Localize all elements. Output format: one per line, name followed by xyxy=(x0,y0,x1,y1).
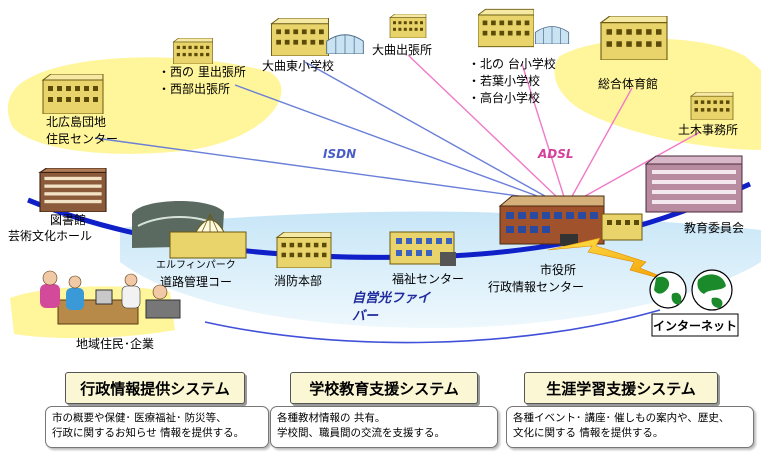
residents-icon xyxy=(40,270,181,325)
greenhouse-icon xyxy=(326,34,364,54)
system-desc-admin: 市の概要や保健･ 医療福祉･ 防災等、 行政に関するお知らせ 情報を提供する。 xyxy=(45,406,269,448)
greenhouse-icon xyxy=(534,25,570,44)
fiber-label-line1: 自営光ファイ xyxy=(352,290,431,306)
city-hall-label-2: 行政情報センター xyxy=(488,280,584,294)
school-adsl-label-2: ・若葉小学校 xyxy=(468,73,540,88)
system-title-admin: 行政情報提供システム xyxy=(65,372,245,404)
system-desc-admin-line2: 行政に関するお知らせ 情報を提供する。 xyxy=(52,427,245,439)
board-of-education-building xyxy=(644,155,743,213)
fiber-branch xyxy=(204,309,661,344)
elfin-park-label: エルフィンパーク xyxy=(156,259,236,271)
system-desc-lifelong-line2: 文化に関する 情報を提供する。 xyxy=(513,427,664,439)
gymnasium-building xyxy=(600,16,668,60)
kitahiroshima-center-label-2: 住民センター xyxy=(46,132,118,146)
school-adsl-label-3: ・高台小学校 xyxy=(468,90,540,105)
board-of-education-label: 教育委員会 xyxy=(684,220,744,235)
welfare-center-building xyxy=(389,231,456,266)
nishi-branch-label-2: ・西部出張所 xyxy=(158,81,230,96)
system-desc-school-line1: 各種教材情報の 共有。 xyxy=(277,412,386,424)
fiber-label-line2: バー xyxy=(352,309,379,324)
school-adsl-label-1: ・北の 台小学校 xyxy=(468,56,556,71)
road-management-label: 道路管理コー xyxy=(160,274,232,289)
kitahiroshima-center-building xyxy=(42,74,104,114)
system-desc-lifelong: 各種イベント･ 講座･ 催しもの案内や、歴史、 文化に関する 情報を提供する。 xyxy=(506,406,754,448)
isdn-lines xyxy=(94,61,553,201)
city-hall-building xyxy=(498,195,643,246)
gymnasium-label: 総合体育館 xyxy=(598,76,658,91)
kitahiroshima-center-label-1: 北広島団地 xyxy=(46,114,106,129)
system-desc-admin-line1: 市の概要や保健･ 医療福祉･ 防災等、 xyxy=(52,412,227,424)
system-title-school: 学校教育支援システム xyxy=(290,372,478,404)
system-desc-lifelong-line1: 各種イベント･ 講座･ 催しもの案内や、歴史、 xyxy=(513,412,730,424)
system-title-lifelong: 生涯学習支援システム xyxy=(524,372,718,404)
nishi-branch-label-1: ・西の 里出張所 xyxy=(158,65,246,79)
isdn-label: ISDN xyxy=(323,147,356,161)
nishi-branch-building xyxy=(173,38,213,64)
system-desc-school: 各種教材情報の 共有。 学校間、職員間の交流を支援する。 xyxy=(270,406,498,448)
library-label-2: 芸術文化ホール xyxy=(8,228,92,243)
welfare-center-label: 福祉センター xyxy=(392,271,464,286)
omagari-east-school-label: 大曲東小学校 xyxy=(262,58,334,73)
residents-label: 地域住民･企業 xyxy=(76,336,154,351)
internet-badge xyxy=(651,313,739,337)
civil-engineering-building xyxy=(690,92,734,120)
library-building xyxy=(39,168,107,212)
library-label-1: 図書館 xyxy=(50,212,86,227)
internet-label: インターネット xyxy=(653,319,737,333)
omagari-branch-building xyxy=(389,14,427,38)
system-desc-school-line2: 学校間、職員間の交流を支援する。 xyxy=(277,427,445,439)
adsl-label: ADSL xyxy=(537,147,574,161)
school-adsl-building xyxy=(478,8,534,48)
fire-department-building xyxy=(276,232,332,268)
fire-department-label: 消防本部 xyxy=(274,273,322,288)
elfin-park-icon xyxy=(132,200,247,259)
civil-engineering-label: 土木事務所 xyxy=(678,123,738,137)
omagari-branch-label: 大曲出張所 xyxy=(372,43,432,57)
city-hall-label-1: 市役所 xyxy=(540,262,576,277)
omagari-east-school-building xyxy=(271,18,329,56)
globe-icon xyxy=(649,269,733,311)
adsl-lines xyxy=(407,54,701,201)
